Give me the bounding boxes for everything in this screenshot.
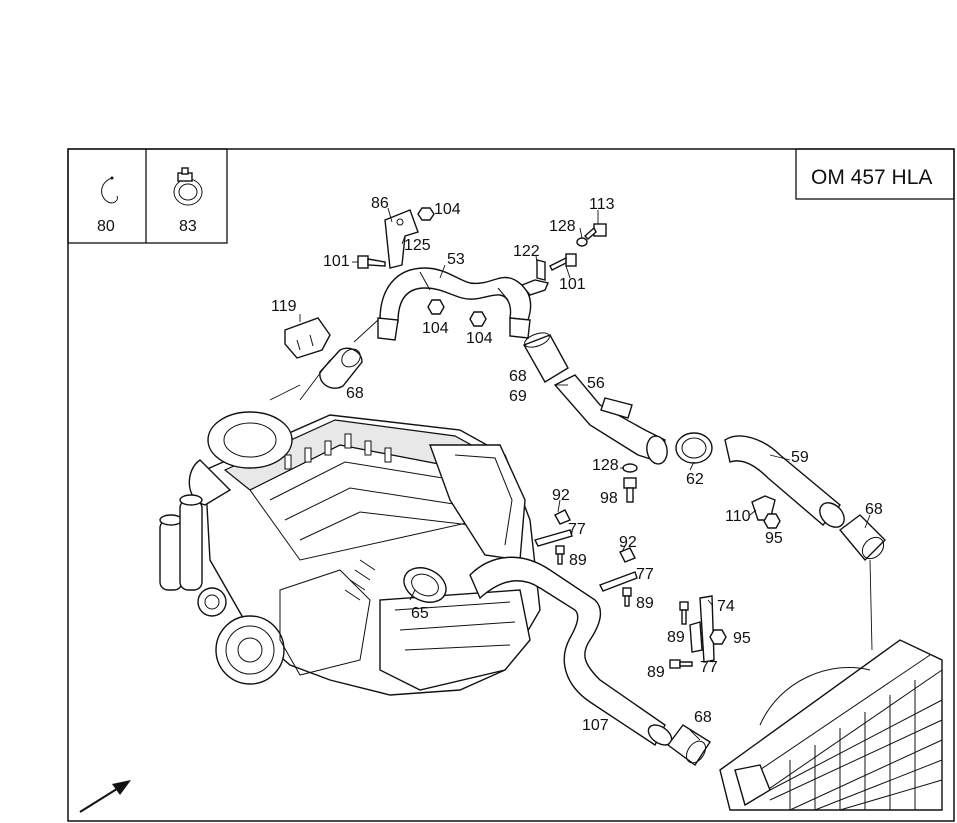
- hose-68-upper-left: [319, 347, 363, 389]
- callout-86: 86: [371, 195, 389, 212]
- direction-arrow-icon: [79, 780, 131, 813]
- hose-68-69: [522, 332, 569, 383]
- engine-model-box: OM 457 HLA: [795, 148, 955, 200]
- callout-95: 95: [733, 630, 751, 647]
- engine-block: [159, 411, 541, 696]
- callout-69: 69: [509, 388, 527, 405]
- callout-77: 77: [636, 566, 654, 583]
- engine-model-title: OM 457 HLA: [811, 166, 932, 189]
- callout-92: 92: [552, 487, 570, 504]
- callout-92: 92: [619, 534, 637, 551]
- callout-128: 128: [549, 218, 576, 235]
- callout-110: 110: [725, 508, 751, 525]
- callout-107: 107: [582, 717, 609, 734]
- callout-101: 101: [323, 253, 350, 270]
- callout-125: 125: [404, 237, 431, 254]
- legend-box: 80 83: [67, 148, 228, 244]
- leader-lines: [269, 207, 873, 741]
- intercooler: [719, 639, 943, 811]
- callout-74: 74: [717, 598, 735, 615]
- legend-label-80: 80: [97, 218, 115, 235]
- clip-ring-icon: [101, 176, 118, 204]
- callout-95: 95: [765, 530, 783, 547]
- callout-77: 77: [568, 521, 586, 538]
- callout-77: 77: [700, 659, 718, 676]
- callout-128: 128: [592, 457, 619, 474]
- callout-56: 56: [587, 375, 605, 392]
- callout-89: 89: [636, 595, 654, 612]
- callout-101: 101: [559, 276, 586, 293]
- callout-62: 62: [686, 471, 704, 488]
- callout-89: 89: [667, 629, 685, 646]
- callout-119: 119: [271, 298, 297, 315]
- callout-113: 113: [589, 196, 615, 213]
- diagram-frame: [67, 148, 955, 822]
- callout-68: 68: [346, 385, 364, 402]
- hose-68-lower: [667, 724, 711, 767]
- callout-122: 122: [513, 243, 540, 260]
- callout-68: 68: [509, 368, 527, 385]
- callout-89: 89: [647, 664, 665, 681]
- callout-65: 65: [411, 605, 429, 622]
- hose-65: [403, 567, 447, 603]
- hose-clamp-icon: [173, 167, 203, 206]
- legend-label-83: 83: [179, 218, 197, 235]
- callout-68: 68: [865, 501, 883, 518]
- callout-labels: 86 104 113 128 101 125 53 122 101 119 10…: [271, 195, 883, 734]
- hose-62: [675, 432, 713, 464]
- pipe-59: [724, 435, 845, 528]
- callout-53: 53: [447, 251, 465, 268]
- callout-89: 89: [569, 552, 587, 569]
- bracket-119: [284, 317, 331, 359]
- callout-104: 104: [422, 320, 449, 337]
- pipe-56: [553, 374, 668, 465]
- hose-68-right: [838, 514, 886, 562]
- callout-104: 104: [466, 330, 493, 347]
- pipe-53: [379, 267, 532, 323]
- callout-98: 98: [600, 490, 618, 507]
- callout-104: 104: [434, 201, 461, 218]
- callout-68: 68: [694, 709, 712, 726]
- callout-59: 59: [791, 449, 809, 466]
